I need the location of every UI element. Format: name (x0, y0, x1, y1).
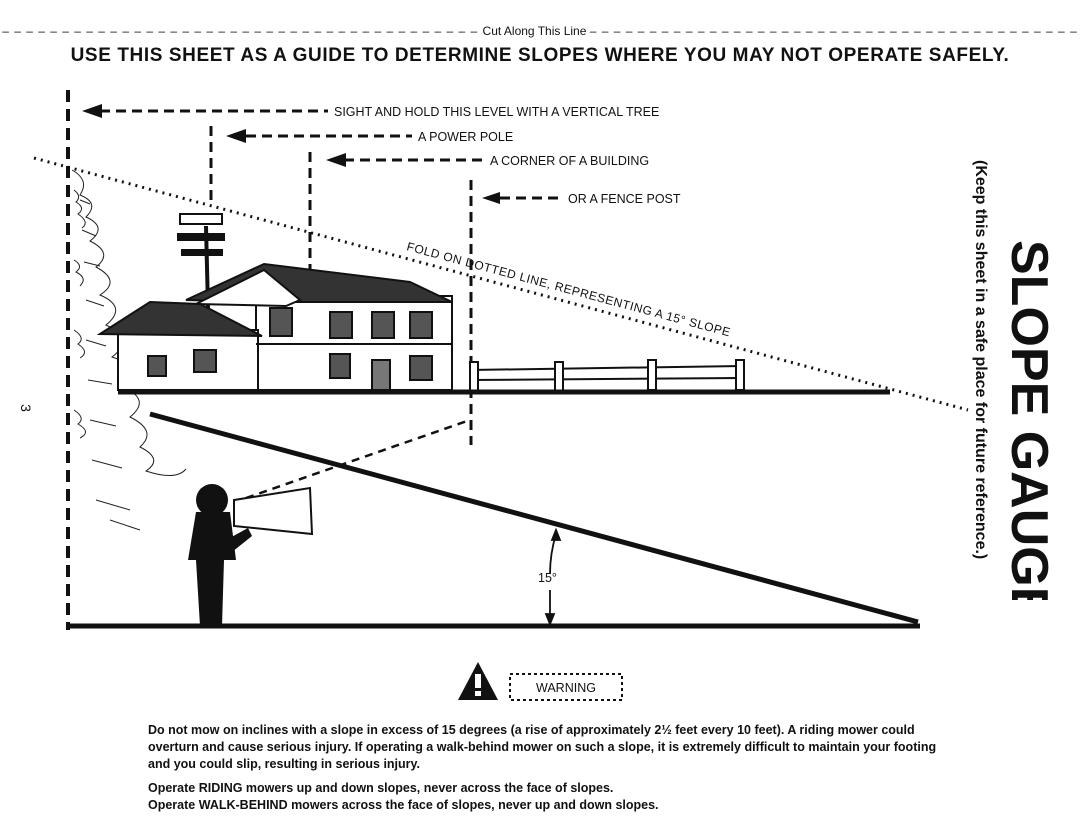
tree-foliage (71, 169, 187, 531)
walk-behind-instruction: Operate WALK-BEHIND mowers across the fa… (148, 798, 659, 812)
cut-dashes-left: – – – – – – – – – – – – – – – – – – – – … (2, 24, 483, 38)
person-silhouette (188, 484, 252, 626)
fence-level-label: OR A FENCE POST (568, 192, 681, 206)
page-heading: USE THIS SHEET AS A GUIDE TO DETERMINE S… (70, 45, 1010, 66)
house-illustration (96, 262, 453, 391)
slope-gauge-subtitle-text: (Keep this sheet in a safe place for fut… (972, 160, 989, 559)
building-level-label: A CORNER OF A BUILDING (490, 154, 649, 168)
warning-triangle-icon (458, 662, 498, 700)
warning-paragraph: Do not mow on inclines with a slope in e… (148, 723, 937, 771)
cut-line: – – – – – – – – – – – – – – – – – – – – … (0, 24, 1080, 38)
angle-label: 15° (538, 571, 557, 585)
warning-label: WARNING (536, 681, 596, 695)
cut-dashes-right: – – – – – – – – – – – – – – – – – – – – … (589, 24, 1078, 38)
cut-line-label: Cut Along This Line (482, 24, 587, 38)
fence-illustration (469, 359, 745, 393)
fold-dotted-line (33, 156, 969, 412)
angle-marker (544, 527, 562, 627)
warning-text-block: Do not mow on inclines with a slope in e… (148, 722, 948, 814)
fold-label: FOLD ON DOTTED LINE, REPRESENTING A 15° … (405, 239, 732, 339)
level-arrowheads (82, 104, 500, 204)
vertical-markers (209, 126, 473, 445)
level-lines (100, 109, 562, 200)
slope-gauge-title: SLOPE GAUGE (1000, 240, 1058, 600)
warning-label-box (509, 673, 623, 701)
held-sheet (233, 486, 314, 536)
pole-level-label: A POWER POLE (418, 130, 513, 144)
slope-gauge-subtitle: (Keep this sheet in a safe place for fut… (972, 160, 989, 559)
slope-gauge-text: SLOPE GAUGE (1000, 240, 1058, 600)
riding-mower-instruction: Operate RIDING mowers up and down slopes… (148, 781, 614, 795)
tree-level-label: SIGHT AND HOLD THIS LEVEL WITH A VERTICA… (334, 105, 659, 119)
sight-line (245, 418, 471, 500)
